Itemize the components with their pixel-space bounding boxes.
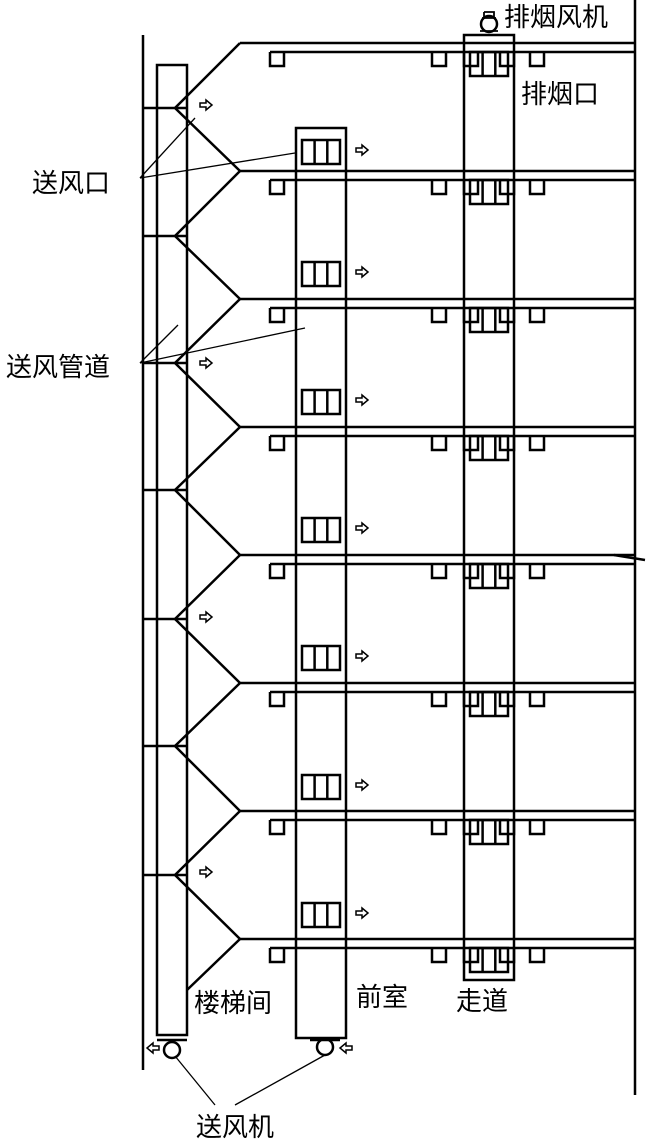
beam-drop-8-2	[430, 948, 448, 964]
beam-drop-4-5	[528, 436, 546, 452]
beam-drop-6-2	[430, 692, 448, 708]
leader-supply-fan-1	[174, 1055, 216, 1106]
beam-drop-3-2	[430, 308, 448, 324]
beam-drop-1-2	[430, 52, 448, 68]
anteroom-airflow-arrow-2	[355, 265, 370, 279]
leader-supply-duct-2	[139, 327, 306, 364]
anteroom-supply-outlet-3	[300, 388, 342, 416]
beam-drop-2-1	[268, 180, 286, 196]
beam-drop-7-1	[268, 820, 286, 836]
beam-drop-5-5	[528, 564, 546, 580]
corridor-label: 走道	[456, 987, 508, 1017]
beam-drop-6-5	[528, 692, 546, 708]
anteroom-airflow-arrow-3	[355, 393, 370, 407]
leader-supply-outlet-1	[139, 117, 196, 179]
beam-drop-8-1	[268, 948, 286, 964]
beam-drop-2-2	[430, 180, 448, 196]
stair-supply-fan-icon	[162, 1040, 182, 1060]
building-structure	[139, 0, 646, 1106]
corridor-exhaust-outlet-2	[468, 178, 510, 206]
supply-outlet-label: 送风口	[32, 169, 110, 199]
beam-drop-1-5	[528, 52, 546, 68]
stair-airflow-arrow-3	[199, 610, 214, 624]
airflow-arrows	[145, 98, 370, 1055]
anteroom-supply-outlet-4	[300, 516, 342, 544]
leader-supply-duct-1	[139, 324, 179, 364]
leader-supply-fan-2	[234, 1054, 326, 1106]
exhaust-fan-housing-icon	[482, 11, 496, 19]
beam-drop-8-5	[528, 948, 546, 964]
stair-airflow-arrow-4	[199, 865, 214, 879]
beam-drop-3-1	[268, 308, 286, 324]
slab-mark-line	[613, 553, 646, 562]
anteroom-airflow-arrow-7	[355, 906, 370, 920]
anteroom-label: 前室	[356, 983, 408, 1013]
beam-drop-6-1	[268, 692, 286, 708]
anteroom-supply-outlet-7	[300, 901, 342, 929]
corridor-exhaust-outlet-5	[468, 562, 510, 590]
stair-fan-intake-arrow	[145, 1041, 160, 1055]
supply-duct-label: 送风管道	[6, 353, 110, 383]
anteroom-airflow-arrow-6	[355, 778, 370, 792]
corridor-exhaust-outlet-3	[468, 306, 510, 334]
corridor-exhaust-outlet-4	[468, 434, 510, 462]
corridor-exhaust-outlet-6	[468, 690, 510, 718]
exhaust-fan-icon	[479, 14, 499, 34]
beam-drop-2-5	[528, 180, 546, 196]
anteroom-airflow-arrow-5	[355, 649, 370, 663]
beam-drop-4-2	[430, 436, 448, 452]
anteroom-supply-outlet-5	[300, 644, 342, 672]
exhaust-shaft	[462, 33, 516, 982]
beam-drop-4-1	[268, 436, 286, 452]
supply-fans-label: 送风机	[196, 1113, 274, 1143]
stair-airflow-arrow-1	[199, 98, 214, 112]
anteroom-supply-fan-icon	[315, 1037, 335, 1057]
corridor-exhaust-outlet-7	[468, 818, 510, 846]
beam-drop-7-2	[430, 820, 448, 836]
anteroom-supply-outlet-6	[300, 773, 342, 801]
anteroom-supply-outlet-2	[300, 260, 342, 288]
beam-drop-1-1	[268, 52, 286, 68]
exhaust-fan-label: 排烟风机	[504, 3, 608, 33]
leader-supply-outlet-2	[139, 152, 296, 179]
anteroom-shaft	[294, 126, 348, 1040]
corridor-exhaust-outlet-8	[468, 946, 510, 974]
exhaust-outlet-label: 排烟口	[521, 80, 599, 110]
anteroom-fan-intake-arrow	[338, 1041, 353, 1055]
stair-flights	[173, 42, 242, 991]
anteroom-airflow-arrow-4	[355, 521, 370, 535]
corridor-exhaust-outlet-1	[468, 50, 510, 78]
anteroom-supply-outlet-1	[300, 138, 342, 166]
beam-drop-7-5	[528, 820, 546, 836]
beam-drop-3-5	[528, 308, 546, 324]
anteroom-airflow-arrow-1	[355, 143, 370, 157]
stair-airflow-arrow-2	[199, 356, 214, 370]
beam-drop-5-1	[268, 564, 286, 580]
stairwell-label: 楼梯间	[194, 989, 272, 1019]
beam-drop-5-2	[430, 564, 448, 580]
supply-duct-shaft	[155, 63, 189, 1037]
